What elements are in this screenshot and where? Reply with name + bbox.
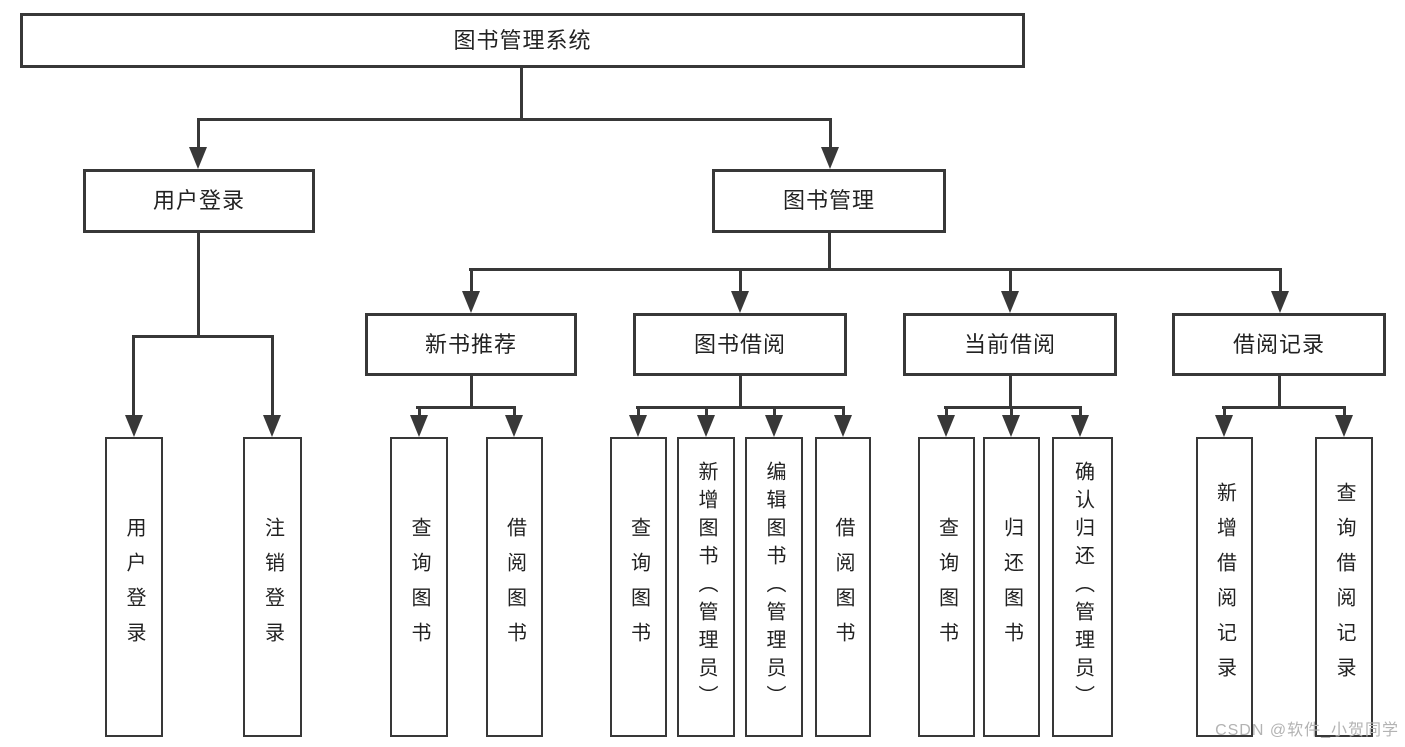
arrow-down-icon bbox=[765, 415, 783, 437]
connector-line bbox=[828, 233, 831, 270]
connector-line bbox=[1222, 406, 1346, 409]
leaf-user-login-label: 用户登录 bbox=[123, 517, 145, 657]
connector-line bbox=[271, 335, 274, 417]
arrow-down-icon bbox=[125, 415, 143, 437]
connector-line bbox=[1279, 268, 1282, 293]
leaf-logout: 注销登录 bbox=[243, 437, 302, 737]
arrow-down-icon bbox=[731, 291, 749, 313]
arrow-down-icon bbox=[1071, 415, 1089, 437]
arrow-down-icon bbox=[1002, 415, 1020, 437]
connector-line bbox=[520, 68, 523, 118]
connector-line bbox=[197, 118, 200, 150]
arrow-down-icon bbox=[1215, 415, 1233, 437]
node-user-login: 用户登录 bbox=[83, 169, 315, 233]
leaf-query-borrow-record: 查询借阅记录 bbox=[1315, 437, 1373, 737]
connector-line bbox=[1009, 376, 1012, 408]
node-book-borrow: 图书借阅 bbox=[633, 313, 847, 376]
leaf-add-books-admin: 新增图书（管理员） bbox=[677, 437, 735, 737]
leaf-return-books: 归还图书 bbox=[983, 437, 1040, 737]
arrow-down-icon bbox=[1271, 291, 1289, 313]
arrow-down-icon bbox=[462, 291, 480, 313]
connector-line bbox=[739, 268, 742, 293]
arrow-down-icon bbox=[1001, 291, 1019, 313]
leaf-query-books-recommend-label: 查询图书 bbox=[408, 517, 430, 657]
connector-line bbox=[705, 406, 708, 418]
leaf-query-borrow-record-label: 查询借阅记录 bbox=[1333, 482, 1355, 692]
leaf-edit-books-admin: 编辑图书（管理员） bbox=[745, 437, 803, 737]
node-borrow-records: 借阅记录 bbox=[1172, 313, 1386, 376]
connector-line bbox=[739, 376, 742, 408]
arrow-down-icon bbox=[937, 415, 955, 437]
leaf-query-books-borrow-label: 查询图书 bbox=[627, 517, 650, 657]
leaf-add-borrow-record: 新增借阅记录 bbox=[1196, 437, 1253, 737]
node-root: 图书管理系统 bbox=[20, 13, 1025, 68]
leaf-edit-books-admin-label: 编辑图书（管理员） bbox=[763, 461, 785, 713]
connector-line bbox=[197, 233, 200, 335]
arrow-down-icon bbox=[410, 415, 428, 437]
connector-line bbox=[470, 268, 473, 293]
connector-line bbox=[1223, 406, 1226, 418]
leaf-return-books-label: 归还图书 bbox=[1000, 517, 1023, 657]
connector-line bbox=[132, 335, 135, 417]
arrow-down-icon bbox=[263, 415, 281, 437]
leaf-query-books-current: 查询图书 bbox=[918, 437, 975, 737]
leaf-user-login: 用户登录 bbox=[105, 437, 163, 737]
leaf-add-books-admin-label: 新增图书（管理员） bbox=[695, 461, 717, 713]
connector-line bbox=[636, 406, 844, 409]
node-book-management-label: 图书管理 bbox=[782, 188, 875, 213]
leaf-borrow-books-label: 借阅图书 bbox=[832, 517, 854, 657]
connector-line bbox=[773, 406, 776, 418]
arrow-down-icon bbox=[697, 415, 715, 437]
node-user-login-label: 用户登录 bbox=[152, 188, 245, 213]
leaf-query-books-borrow: 查询图书 bbox=[610, 437, 667, 737]
leaf-add-borrow-record-label: 新增借阅记录 bbox=[1213, 482, 1236, 692]
csdn-watermark: CSDN @软件_小贺同学 bbox=[1215, 722, 1399, 739]
connector-line bbox=[1278, 376, 1281, 408]
arrow-down-icon bbox=[1335, 415, 1353, 437]
arrow-down-icon bbox=[189, 147, 207, 169]
connector-line bbox=[197, 118, 832, 121]
arrow-down-icon bbox=[834, 415, 852, 437]
connector-line bbox=[1009, 268, 1012, 293]
connector-line bbox=[416, 406, 516, 409]
connector-line bbox=[1010, 406, 1013, 418]
connector-line bbox=[1343, 406, 1346, 418]
connector-line bbox=[944, 406, 1082, 409]
leaf-borrow-books: 借阅图书 bbox=[815, 437, 871, 737]
connector-line bbox=[132, 335, 274, 338]
connector-line bbox=[469, 268, 1282, 271]
connector-line bbox=[513, 406, 516, 418]
connector-line bbox=[470, 376, 473, 408]
leaf-query-books-recommend: 查询图书 bbox=[390, 437, 448, 737]
connector-line bbox=[829, 118, 832, 150]
leaf-borrow-books-recommend: 借阅图书 bbox=[486, 437, 543, 737]
node-root-label: 图书管理系统 bbox=[453, 27, 592, 53]
connector-line bbox=[418, 406, 421, 418]
arrow-down-icon bbox=[629, 415, 647, 437]
leaf-borrow-books-recommend-label: 借阅图书 bbox=[503, 517, 526, 657]
node-new-book-recommend-label: 新书推荐 bbox=[424, 331, 517, 357]
node-current-borrow-label: 当前借阅 bbox=[963, 331, 1056, 357]
node-current-borrow: 当前借阅 bbox=[903, 313, 1117, 376]
leaf-confirm-return-admin-label: 确认归还（管理员） bbox=[1071, 461, 1094, 713]
leaf-query-books-current-label: 查询图书 bbox=[935, 517, 958, 657]
leaf-logout-label: 注销登录 bbox=[261, 517, 284, 657]
node-new-book-recommend: 新书推荐 bbox=[365, 313, 577, 376]
node-borrow-records-label: 借阅记录 bbox=[1232, 331, 1325, 357]
connector-line bbox=[945, 406, 948, 418]
arrow-down-icon bbox=[505, 415, 523, 437]
node-book-management: 图书管理 bbox=[712, 169, 946, 233]
connector-line bbox=[1079, 406, 1082, 418]
connector-line bbox=[637, 406, 640, 418]
node-book-borrow-label: 图书借阅 bbox=[693, 331, 786, 357]
leaf-confirm-return-admin: 确认归还（管理员） bbox=[1052, 437, 1113, 737]
connector-line bbox=[842, 406, 845, 418]
arrow-down-icon bbox=[821, 147, 839, 169]
